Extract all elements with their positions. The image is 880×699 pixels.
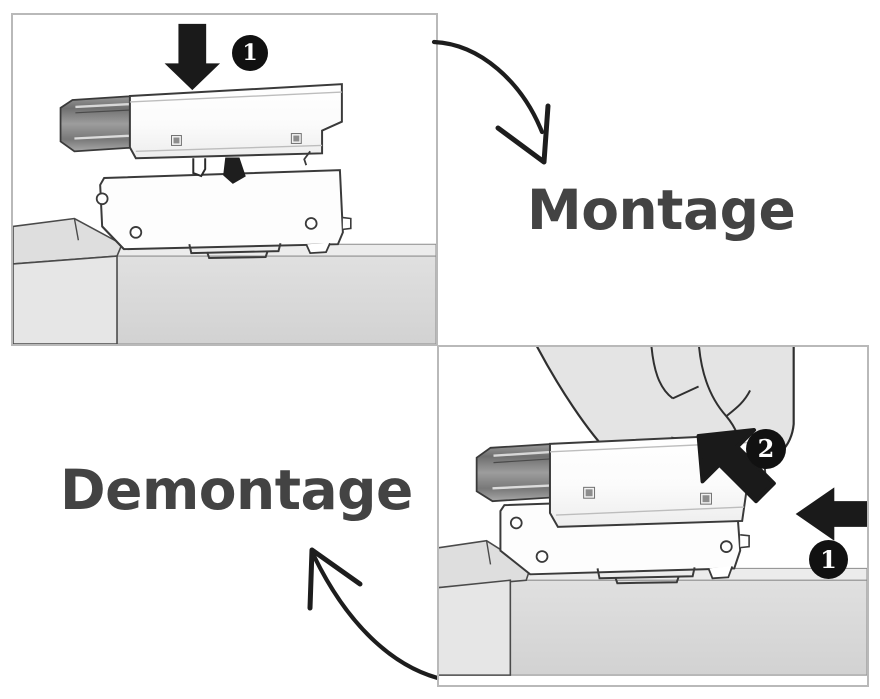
- demontage-illustration: [439, 347, 867, 676]
- down-arrow: [164, 23, 221, 91]
- left-arrow: [795, 487, 867, 541]
- angled-side-panel: [13, 217, 123, 344]
- angled-side-panel: [439, 539, 532, 676]
- caption-demontage: Demontage: [60, 458, 413, 522]
- step-badge-1: 1: [232, 35, 268, 71]
- curved-arrow-up-left-icon: [307, 547, 449, 683]
- up-left-diagonal-arrow: [696, 428, 776, 504]
- step-badge-1: 1: [809, 540, 848, 579]
- panel-montage: 1: [11, 13, 438, 346]
- caption-montage: Montage: [527, 178, 796, 242]
- step-badge-2: 2: [746, 429, 786, 469]
- lower-bracket-plate: [95, 169, 352, 260]
- mounting-surface-slab: [116, 243, 436, 344]
- montage-illustration: [13, 23, 436, 344]
- upper-rail-component: [59, 83, 343, 184]
- panel-demontage: 2 1: [437, 345, 869, 687]
- mounting-surface-slab: [509, 567, 867, 676]
- curved-arrow-down-right-icon: [431, 39, 551, 165]
